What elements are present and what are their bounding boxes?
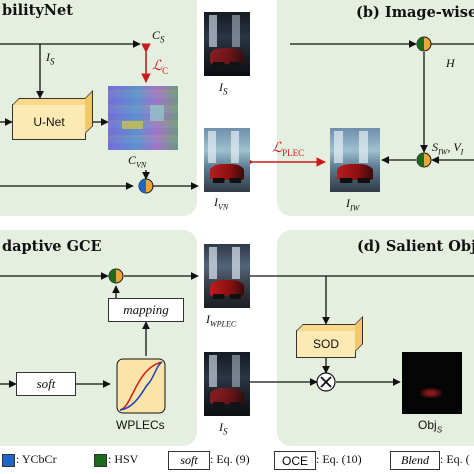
blend-legend-box: Blend <box>390 451 440 470</box>
hsv-legend: : HSV <box>108 452 139 466</box>
soft-legend-eq: : Eq. (9) <box>210 452 250 466</box>
panel-d-title: (d) Salient Obje <box>357 238 474 255</box>
hsv-swatch <box>94 454 107 467</box>
is-label-bottom: IS <box>219 420 228 437</box>
iwplec-label: IWPLEC <box>206 312 237 329</box>
ycbcr-swatch <box>2 454 15 467</box>
combine-node-icon <box>416 36 432 52</box>
soft-legend-box: soft <box>168 451 210 470</box>
input-image-top <box>204 12 250 76</box>
mapping-block: mapping <box>108 298 184 322</box>
vn-image <box>204 128 250 192</box>
oce-legend-box: OCE <box>274 451 316 470</box>
combine-node-icon <box>416 152 432 168</box>
sod-label: SOD <box>312 337 339 351</box>
is-label-top: IS <box>219 80 228 97</box>
combine-node-icon <box>108 268 124 284</box>
salient-object-image <box>402 352 462 414</box>
combine-node-icon <box>138 178 154 194</box>
lplec-label: ℒPLEC <box>272 141 305 158</box>
ycbcr-legend: : YCbCr <box>16 452 57 466</box>
panel-c-title: daptive GCE <box>2 238 102 255</box>
oce-legend-eq: : Eq. (10) <box>316 452 362 466</box>
soft-block: soft <box>16 372 76 396</box>
wplecs-label: WPLECs <box>116 418 165 432</box>
objs-label: ObjS <box>418 418 443 435</box>
h-label: H <box>446 56 455 70</box>
input-image-bottom <box>204 352 250 416</box>
color-map-image <box>108 86 178 150</box>
is-label-a: IS <box>46 50 55 67</box>
mapping-label: mapping <box>123 302 169 317</box>
iiw-label: IIW <box>346 196 360 213</box>
siw-vi-label: SIW, VI <box>432 140 464 157</box>
blend-legend-eq: : Eq. ( <box>440 452 470 466</box>
red-curve <box>119 361 163 411</box>
soft-label: soft <box>36 376 56 391</box>
cvn-label: CVN <box>128 153 147 170</box>
unet-label: U-Net <box>33 115 65 129</box>
unet-block: U-Net <box>12 104 86 140</box>
sod-block: SOD <box>296 330 356 358</box>
wplec-image <box>204 244 250 308</box>
cs-label: CS <box>152 28 165 45</box>
lc-label: ℒC <box>152 59 169 76</box>
ivn-label: IVN <box>214 195 229 212</box>
iw-image <box>330 128 380 192</box>
wplec-curves-plot <box>116 358 166 414</box>
panel-b-title: (b) Image-wise <box>356 4 474 21</box>
multiply-node-icon <box>316 372 336 392</box>
blue-curve <box>119 361 163 411</box>
panel-a-title: bilityNet <box>2 2 73 19</box>
